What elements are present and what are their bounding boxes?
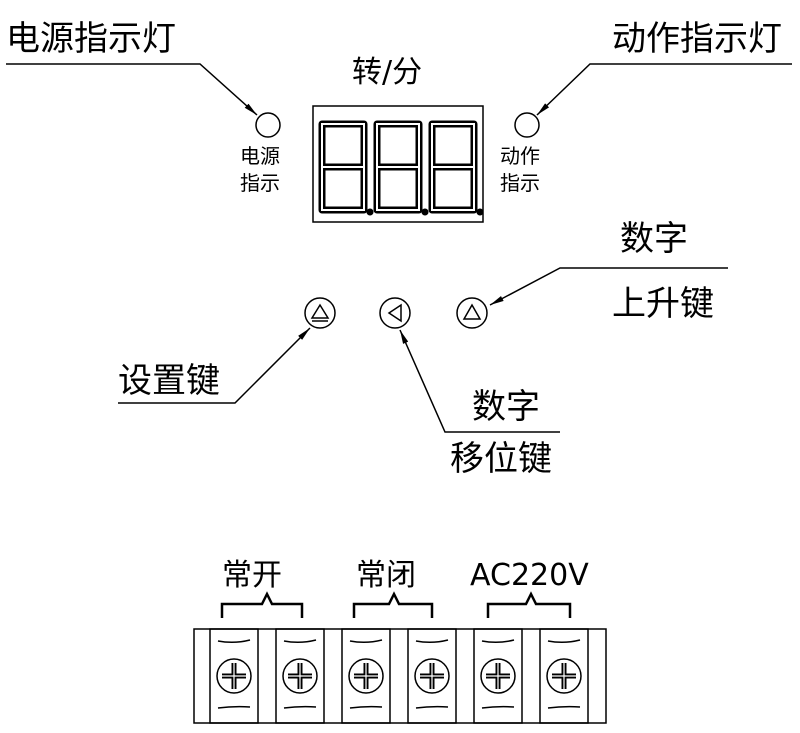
shift-button[interactable]	[379, 297, 411, 329]
terminals	[209, 628, 589, 724]
action-indicator-short-1: 动作	[500, 144, 540, 168]
decimal-point	[476, 208, 484, 216]
set-button[interactable]	[304, 297, 336, 329]
display-digit	[428, 120, 484, 216]
seven-segment-display	[312, 105, 484, 223]
digit-up-key-label-2: 上升键	[612, 284, 714, 324]
normally-open-label: 常开	[222, 558, 282, 593]
decimal-point	[421, 208, 429, 216]
up-key-leader	[489, 267, 728, 306]
digit-shift-key-label-1: 数字	[472, 387, 540, 427]
display-digit	[318, 120, 374, 216]
left-triangle-icon	[387, 303, 402, 323]
power-lamp-leader	[6, 63, 258, 116]
set-key-leader	[118, 327, 311, 404]
power-indicator-short-2: 指示	[240, 171, 280, 195]
decimal-point	[366, 208, 374, 216]
terminal-screw[interactable]	[341, 628, 391, 724]
set-key-label: 设置键	[118, 361, 220, 401]
power-indicator-lamp-label: 电源指示灯	[6, 19, 176, 59]
action-lamp-leader	[536, 63, 792, 116]
terminal-screw[interactable]	[275, 628, 325, 724]
power-indicator-led	[255, 112, 281, 138]
display-digits	[318, 120, 484, 216]
display-digit	[373, 120, 429, 216]
action-indicator-led	[514, 112, 540, 138]
action-indicator-short-2: 指示	[500, 171, 540, 195]
shift-key-leader	[399, 329, 560, 433]
up-triangle-icon	[462, 303, 482, 320]
terminal-screw[interactable]	[539, 628, 589, 724]
terminal-screw[interactable]	[407, 628, 457, 724]
terminal-screw[interactable]	[473, 628, 523, 724]
terminal-block	[193, 628, 607, 724]
normally-open-brace	[220, 591, 304, 618]
digit-up-key-label-1: 数字	[620, 219, 688, 259]
terminal-screw[interactable]	[209, 628, 259, 724]
power-indicator-short-1: 电源	[240, 144, 280, 168]
up-button[interactable]	[456, 297, 488, 329]
digit-shift-key-label-2: 移位键	[450, 439, 552, 479]
normally-closed-brace	[352, 591, 434, 618]
ac220v-label: AC220V	[470, 558, 589, 593]
set-triangle-icon	[310, 303, 330, 322]
ac220v-brace	[486, 591, 572, 618]
normally-closed-label: 常闭	[356, 558, 416, 593]
action-indicator-lamp-label: 动作指示灯	[612, 19, 782, 59]
unit-label: 转/分	[352, 55, 422, 90]
